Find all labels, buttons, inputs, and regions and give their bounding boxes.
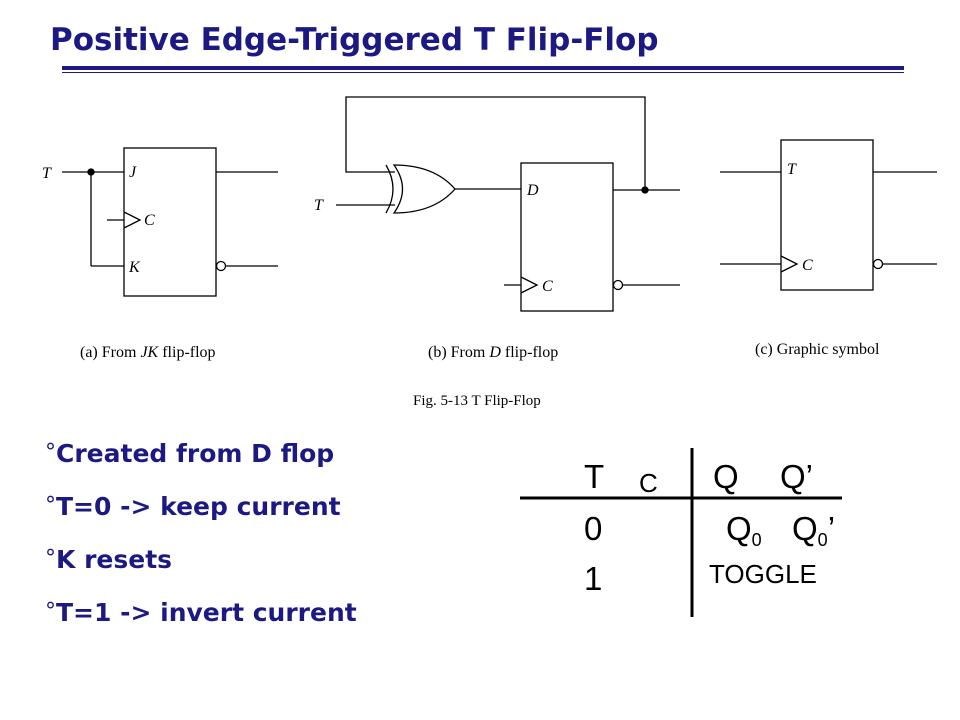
bullet-text: K resets (56, 545, 173, 574)
title-underline (62, 66, 904, 70)
jk-pin-j: J (129, 164, 137, 181)
caption-c: (c) Graphic symbol (755, 341, 880, 358)
d-qbar-bubble (612, 279, 624, 291)
jk-pin-k: K (128, 259, 141, 276)
xor-gate-body (392, 164, 456, 214)
bullet-mark: ° (45, 546, 56, 571)
row0-t: 0 (584, 510, 603, 547)
jk-clock-triangle (123, 211, 142, 229)
header-t: T (584, 458, 605, 495)
d-clock-triangle (520, 276, 539, 294)
bullet-item: °K resets (45, 542, 357, 595)
title-underline-thin (62, 72, 904, 73)
bullet-item: °T=0 -> keep current (45, 489, 357, 542)
jk-flip-flop-box (123, 147, 217, 297)
feedback-wire (345, 96, 646, 190)
caption-a: (a) From JK flip-flop (80, 344, 216, 361)
row1-t: 1 (584, 560, 603, 597)
jk-qbar-bubble (215, 260, 227, 272)
bullet-mark: ° (45, 440, 56, 465)
slide-title: Positive Edge-Triggered T Flip-Flop (50, 22, 659, 58)
row0-q: Q0 (726, 510, 762, 550)
figure-caption: Fig. 5-13 T Flip-Flop (413, 393, 541, 409)
bullet-mark: ° (45, 599, 56, 624)
bullet-item: °T=1 -> invert current (45, 595, 357, 648)
t-flip-flop-figure: T J C K (a) From JK flip-flop T D C (b) … (42, 96, 937, 409)
d-t-label: T (314, 197, 324, 214)
header-q-prime: Q’ (780, 458, 813, 495)
symbol-qbar-bubble (872, 258, 884, 270)
symbol-clock-triangle (780, 255, 799, 273)
header-c: C (639, 468, 658, 498)
bullet-item: °Created from D flop (45, 436, 357, 489)
feedback-junction-dot (641, 186, 649, 194)
bullet-list: °Created from D flop °T=0 -> keep curren… (45, 436, 357, 648)
symbol-pin-t: T (787, 161, 797, 178)
d-pin-c: C (542, 278, 553, 295)
bullet-text: Created from D flop (56, 439, 335, 468)
jk-t-label: T (42, 165, 52, 182)
caption-b: (b) From D flip-flop (428, 344, 558, 361)
bullet-text: T=0 -> keep current (56, 492, 341, 521)
d-pin-d: D (526, 182, 539, 199)
row0-q-prime: Q0’ (792, 510, 836, 550)
bullet-mark: ° (45, 493, 56, 518)
header-q: Q (713, 458, 739, 495)
row1-result: TOGGLE (709, 559, 817, 589)
jk-pin-c: C (144, 212, 155, 229)
t-symbol-box (780, 139, 874, 291)
jk-t-junction-dot (87, 168, 95, 176)
bullet-text: T=1 -> invert current (56, 598, 357, 627)
symbol-pin-c: C (802, 257, 813, 274)
xor-gate-back-curve (385, 164, 394, 214)
d-flip-flop-box (520, 162, 614, 312)
